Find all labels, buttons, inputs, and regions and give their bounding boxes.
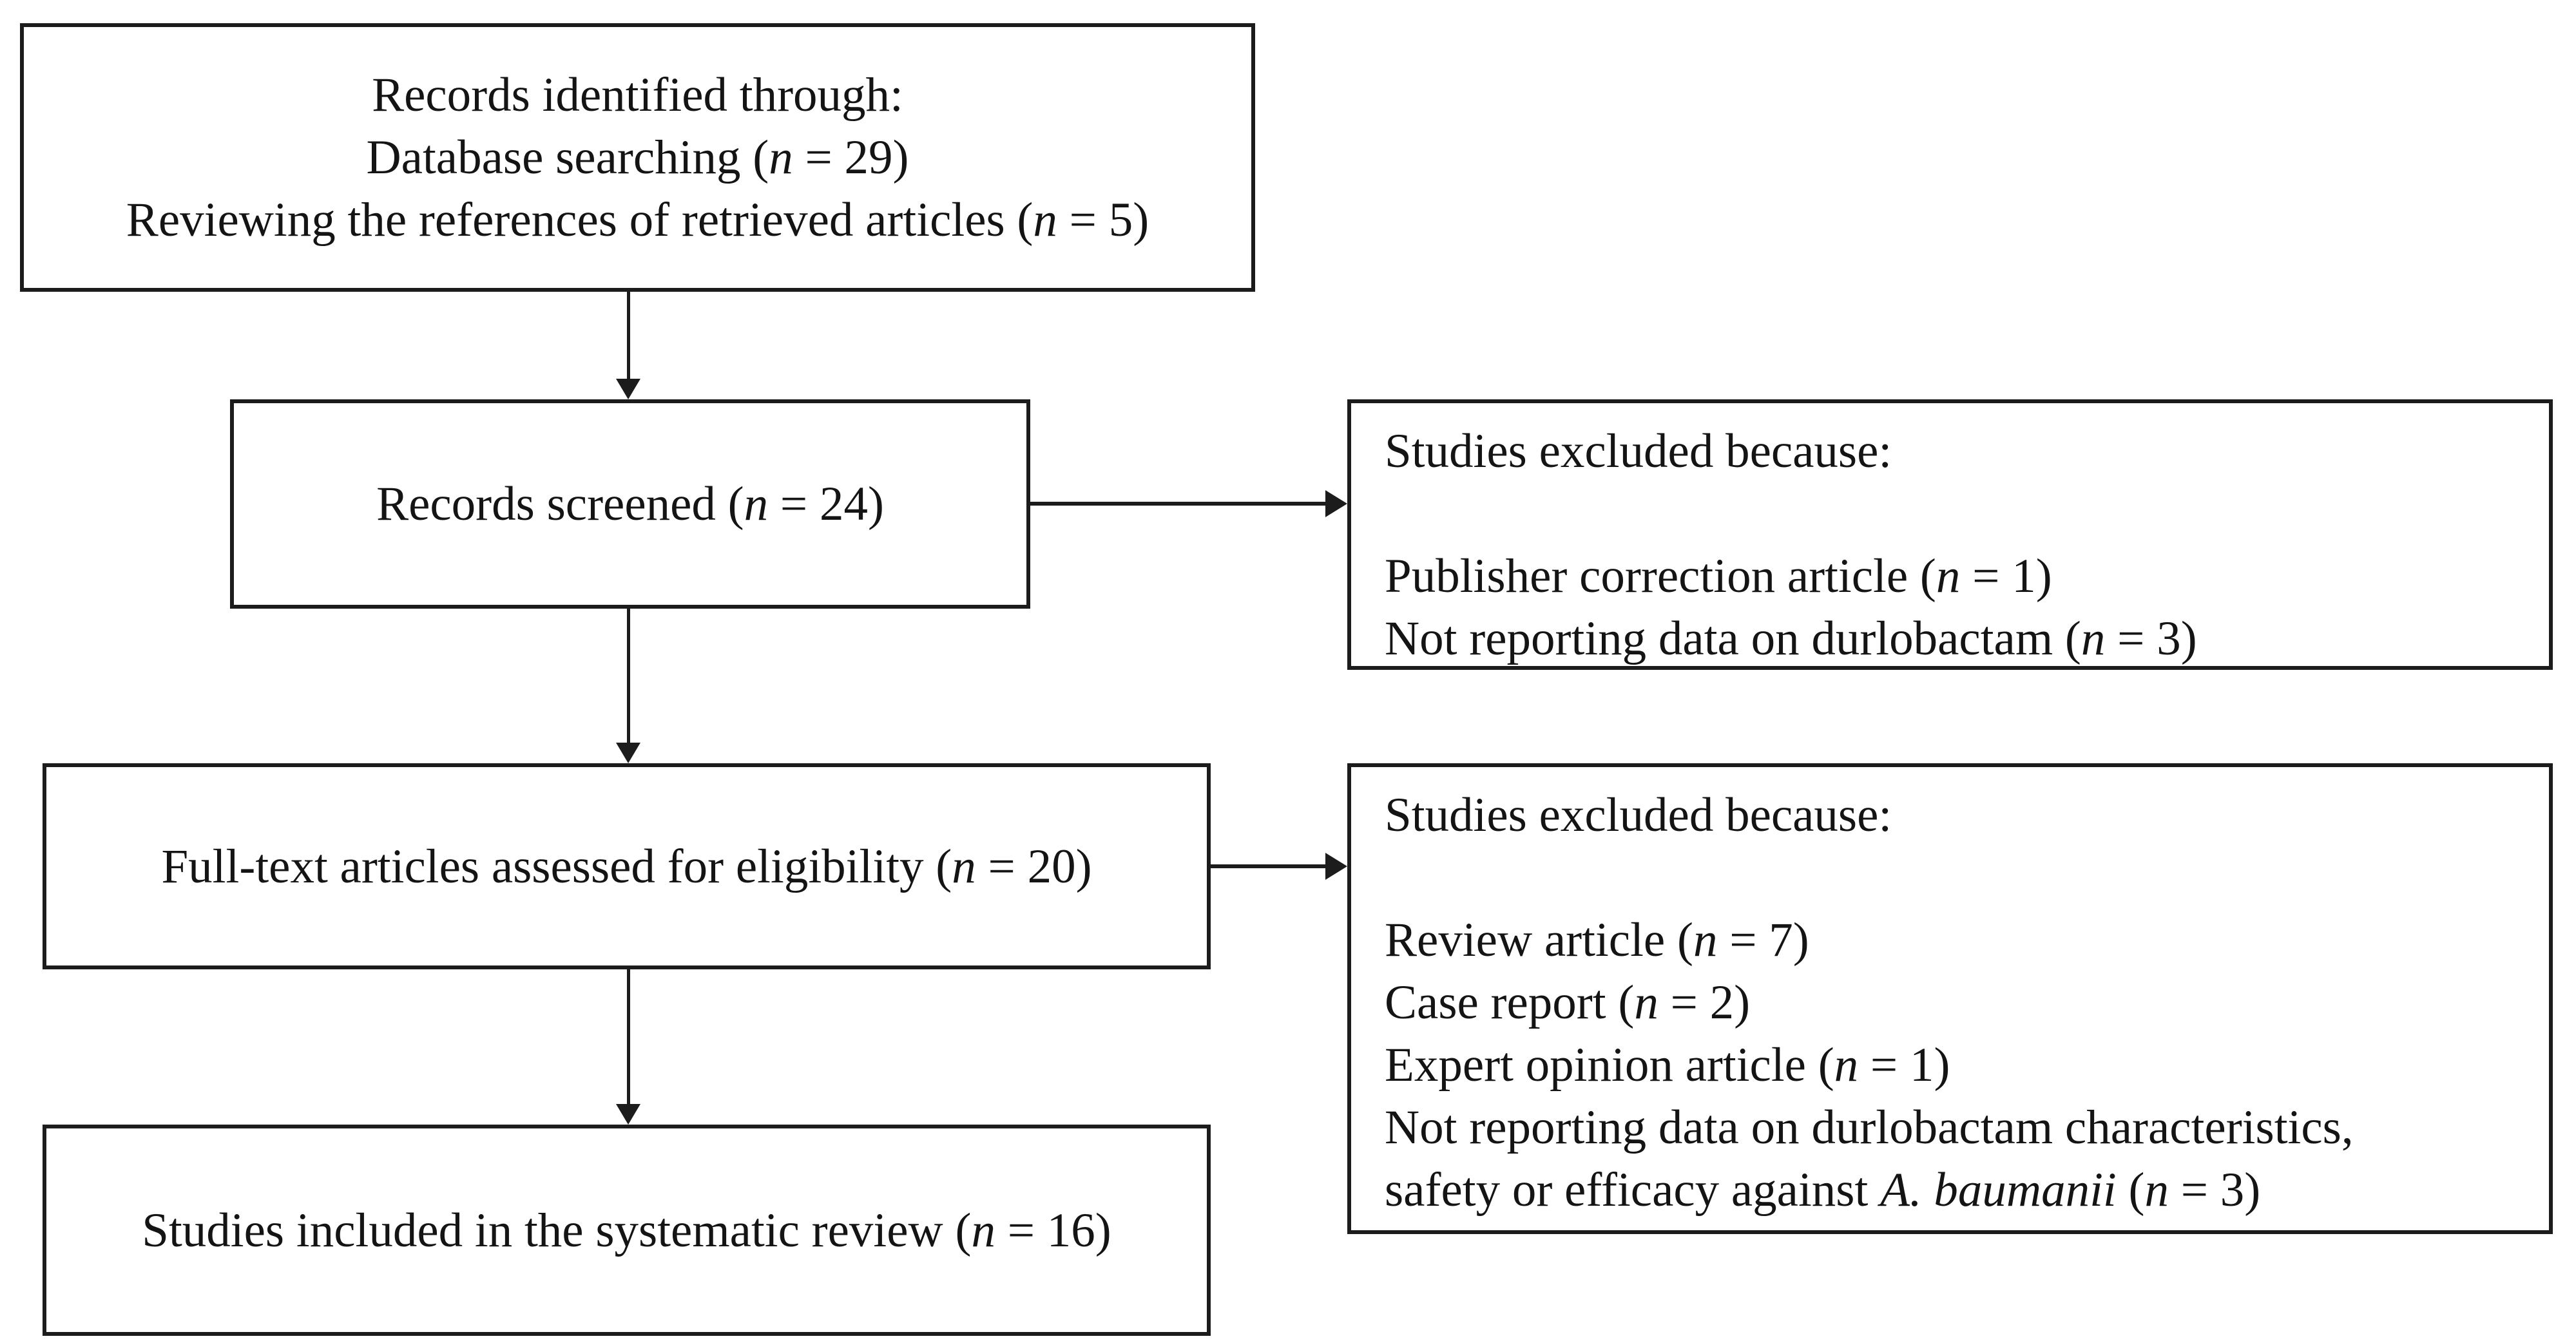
text-line: Studies excluded because: xyxy=(1385,788,1892,842)
arrow-shaft xyxy=(627,292,630,382)
text-line: Not reporting data on durlobactam charac… xyxy=(1385,1101,2354,1154)
arrow-shaft xyxy=(627,969,630,1107)
text-line: Database searching (n = 29) xyxy=(366,131,909,184)
box-studies-included: Studies included in the systematic revie… xyxy=(43,1125,1211,1336)
arrowhead-down-icon xyxy=(616,379,640,399)
text-line: Case report (n = 2) xyxy=(1385,976,1751,1029)
arrowhead-down-icon xyxy=(616,1104,640,1125)
arrow-shaft xyxy=(1030,502,1328,506)
arrowhead-right-icon xyxy=(1325,853,1347,880)
text-line xyxy=(1385,482,2530,545)
text-line: Review article (n = 7) xyxy=(1385,913,1809,967)
text-line: Studies excluded because: xyxy=(1385,424,1892,478)
text-line: Not reporting data on durlobactam (n = 3… xyxy=(1385,612,2197,665)
arrow-shaft xyxy=(1211,864,1328,868)
text-line: Expert opinion article (n = 1) xyxy=(1385,1038,1950,1092)
box-excluded-fulltext: Studies excluded because: Review article… xyxy=(1347,763,2553,1234)
text-line: Studies included in the systematic revie… xyxy=(142,1203,1111,1257)
box-records-identified: Records identified through: Database sear… xyxy=(20,23,1255,292)
text-line: safety or efficacy against A. baumanii (… xyxy=(1385,1163,2261,1217)
arrow-shaft xyxy=(627,609,630,745)
text-line: Publisher correction article (n = 1) xyxy=(1385,549,2052,603)
arrowhead-down-icon xyxy=(616,743,640,763)
text-line: Full-text articles assessed for eligibil… xyxy=(161,839,1092,893)
box-excluded-screening: Studies excluded because: Publisher corr… xyxy=(1347,399,2553,670)
text-line: Records screened (n = 24) xyxy=(376,477,884,531)
arrowhead-right-icon xyxy=(1325,490,1347,517)
box-records-screened: Records screened (n = 24) xyxy=(230,399,1030,609)
box-fulltext-assessed: Full-text articles assessed for eligibil… xyxy=(43,763,1211,969)
text-line xyxy=(1385,846,2530,909)
text-line: Reviewing the references of retrieved ar… xyxy=(126,193,1149,247)
text-line: Records identified through: xyxy=(372,68,903,122)
